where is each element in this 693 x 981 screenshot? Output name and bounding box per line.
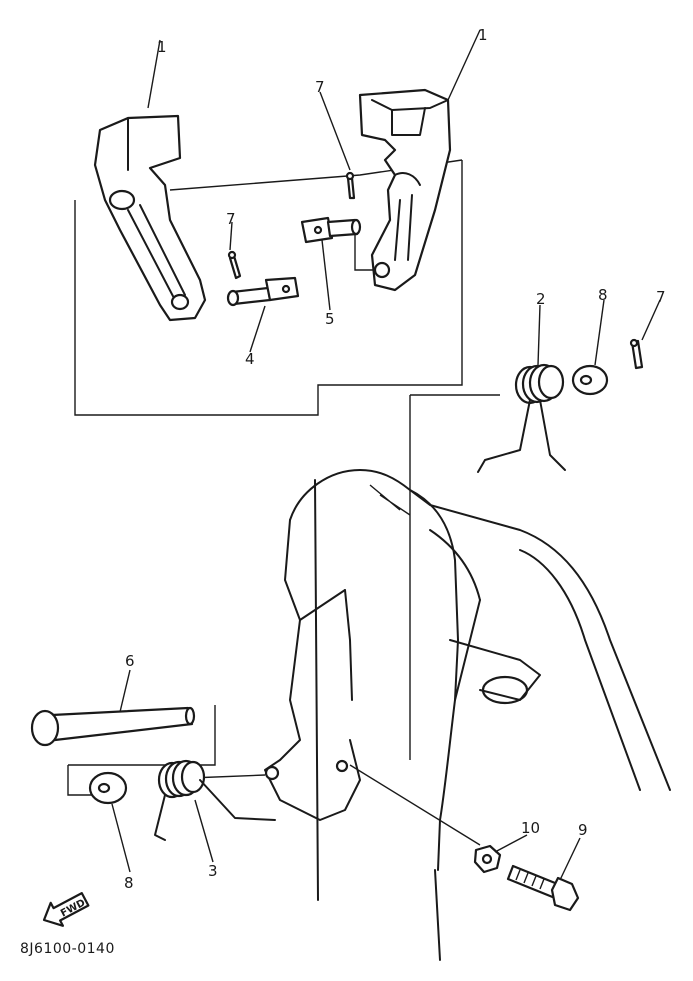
- callout-shaft-left: 4: [245, 350, 255, 368]
- cotter-pin-right: [629, 338, 644, 370]
- washer-left: [88, 771, 128, 805]
- callout-pin-right: 7: [656, 288, 666, 306]
- callout-pin-upper-left: 7: [226, 210, 236, 228]
- clevis-shaft-4: [226, 276, 300, 307]
- washer-right: [571, 364, 609, 396]
- footrest-right: [354, 88, 452, 292]
- callout-washer-left: 8: [124, 874, 134, 892]
- cotter-pin-upper-right: [345, 171, 356, 200]
- callout-spring-right: 2: [536, 290, 546, 308]
- long-pin-6: [30, 706, 196, 747]
- callout-washer-right: 8: [598, 286, 608, 304]
- bolt-9: [506, 864, 580, 912]
- footrest-left: [93, 114, 207, 322]
- torsion-spring-3: [154, 759, 276, 841]
- callout-spring-left: 3: [208, 862, 218, 880]
- frame-bracket: [264, 469, 671, 961]
- fwd-arrow-icon: FWD: [42, 892, 90, 927]
- callout-nut: 10: [521, 819, 540, 837]
- torsion-spring-2: [477, 363, 566, 473]
- drawing-code: 8J6100-0140: [20, 941, 115, 957]
- nut-10: [473, 844, 502, 874]
- callout-pin-upper-right: 7: [315, 78, 325, 96]
- cotter-pin-upper-left: [227, 250, 242, 280]
- callout-shaft-right: 5: [325, 310, 335, 328]
- callout-footrest-left: 1: [157, 38, 167, 56]
- leader-lines: [111, 29, 661, 881]
- callout-bolt-long: 6: [125, 652, 135, 670]
- clevis-shaft-5: [300, 216, 362, 244]
- mounting-frame-lines: [67, 159, 500, 846]
- callout-bolt: 9: [578, 821, 588, 839]
- callout-footrest-right: 1: [478, 26, 488, 44]
